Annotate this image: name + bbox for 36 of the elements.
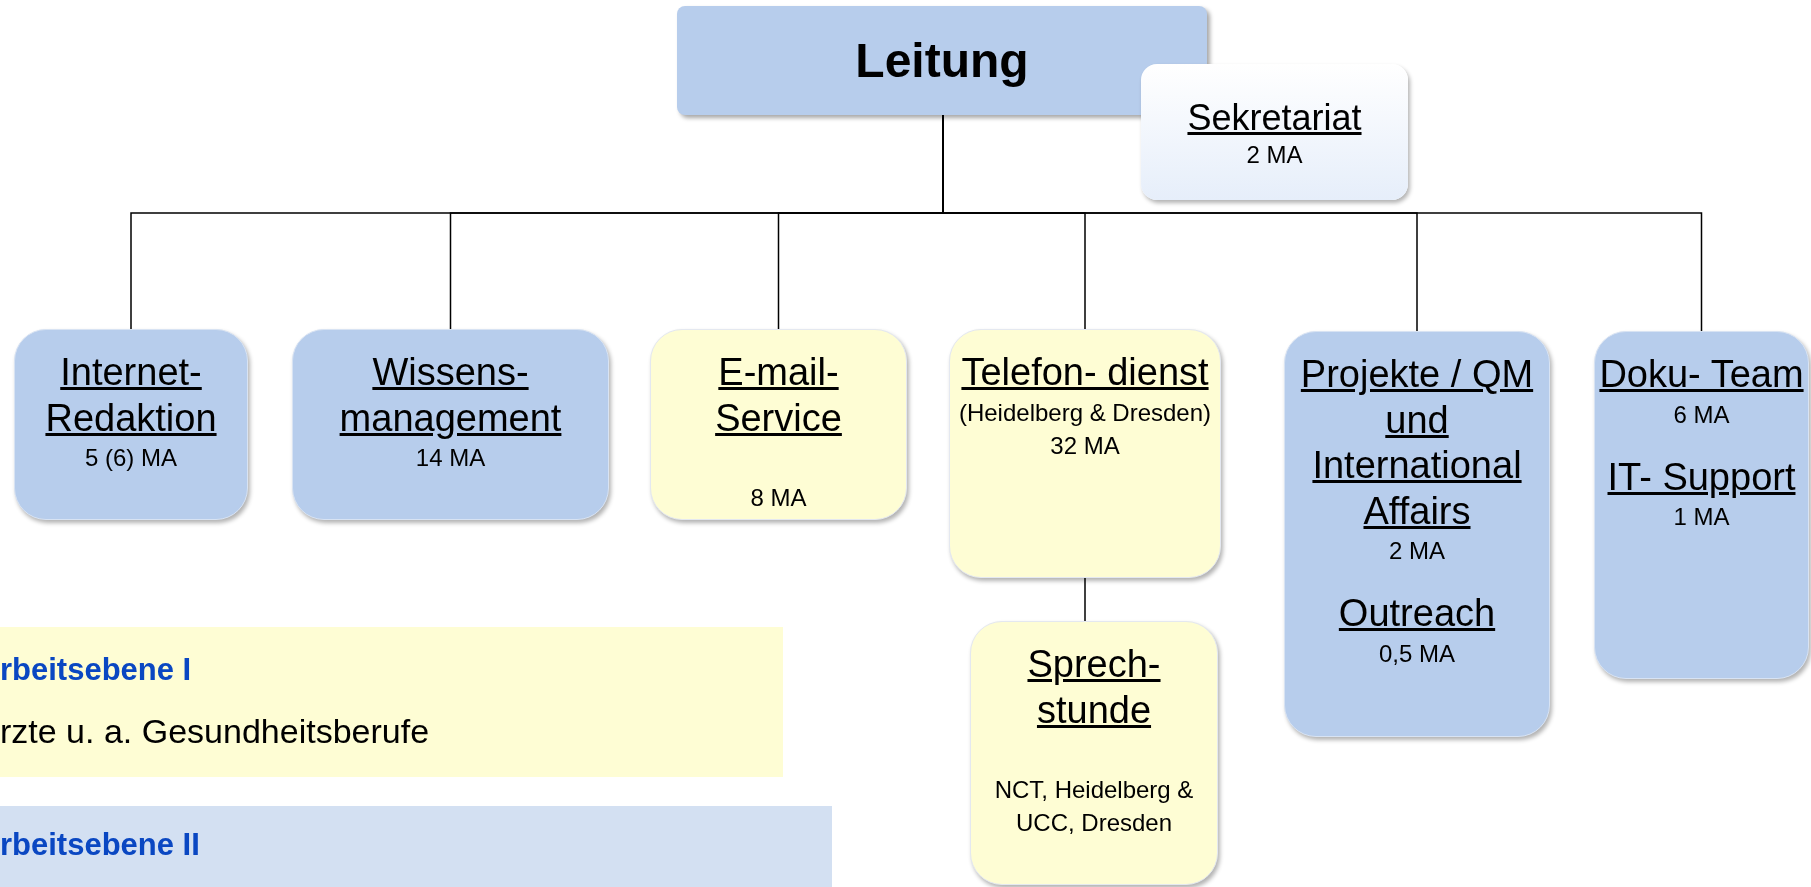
unit-box: [650, 329, 907, 520]
unit-title: Telefon- dienst: [961, 350, 1209, 395]
level-description: rzte u. a. Gesundheitsberufe: [0, 711, 431, 753]
unit-box: [949, 329, 1221, 578]
unit-title: E-mail- Service: [714, 350, 843, 441]
heading: Leitung: [855, 32, 1029, 89]
staff-count: 5 (6) MA: [85, 443, 177, 474]
staff-count: NCT, Heidelberg & UCC, Dresden: [993, 775, 1195, 839]
staff-count: 14 MA: [415, 443, 486, 474]
unit-title: Projekte / QM und International Affairs: [1299, 352, 1535, 534]
staff-count: 1 MA: [1673, 502, 1730, 533]
staff-count: 32 MA: [1050, 430, 1120, 461]
staff-count: 6 MA: [1673, 399, 1730, 430]
level-heading: rbeitsebene I: [0, 651, 193, 690]
unit-title: Internet- Redaktion: [44, 350, 218, 441]
unit-box: [970, 621, 1218, 885]
unit-title: Wissens- management: [338, 350, 563, 441]
unit-title: Outreach: [1338, 591, 1496, 637]
staff-count: 0,5 MA: [1379, 638, 1455, 669]
level-heading: rbeitsebene II: [0, 826, 201, 864]
legend-band: [0, 806, 832, 887]
secretariat-box: [1141, 64, 1408, 200]
unit-title: Sekretariat: [1187, 95, 1362, 140]
legend-band: [0, 627, 783, 777]
unit-title: Sprech- stunde: [1026, 642, 1162, 733]
unit-title: IT- Support: [1607, 454, 1796, 500]
connector-line: [1084, 577, 1086, 622]
unit-box: [292, 329, 609, 520]
unit-box: [14, 329, 248, 520]
unit-title: Doku- Team: [1599, 352, 1804, 397]
unit-box: [1284, 331, 1550, 737]
staff-count: 8 MA: [750, 483, 807, 514]
staff-count: 2 MA: [1246, 139, 1303, 170]
staff-count: 2 MA: [1389, 536, 1445, 567]
staff-count: (Heidelberg & Dresden): [958, 397, 1212, 428]
unit-box: [1594, 331, 1809, 679]
